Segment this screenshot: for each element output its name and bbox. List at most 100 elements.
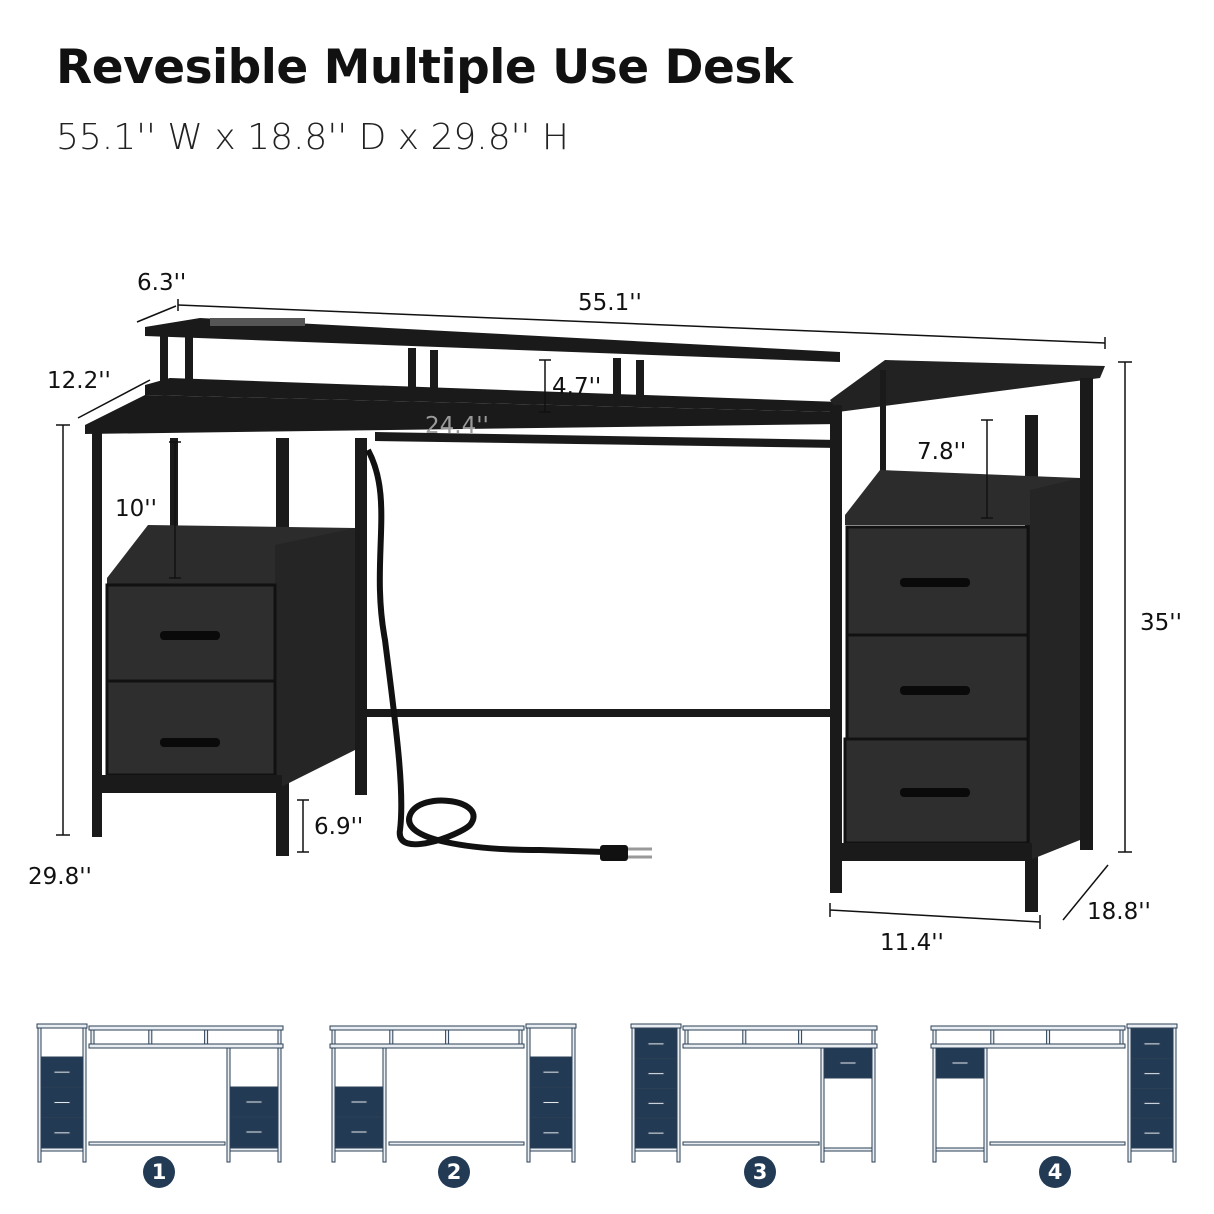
bottom-shelf [40, 1147, 84, 1152]
riser-post [148, 1029, 153, 1045]
drawer-handle [839, 1061, 857, 1065]
page-title: Revesible Multiple Use Desk [56, 40, 793, 95]
drawer [105, 679, 277, 777]
dim-floor-clearance: 6.9'' [314, 814, 364, 840]
configuration-2 [329, 1023, 577, 1163]
dimension-lines [56, 299, 1132, 929]
drawer-handle [1143, 1042, 1161, 1046]
crossbar [388, 1141, 525, 1146]
drawer-handle [245, 1130, 263, 1134]
drawer [1130, 1088, 1174, 1119]
tower-top [630, 1023, 682, 1029]
monitor-riser-top [145, 318, 840, 362]
configuration-diagrams [36, 1023, 1178, 1163]
dim-total-width: 55.1'' [578, 290, 642, 316]
crossbar [682, 1141, 820, 1146]
drawer-handle [1143, 1131, 1161, 1135]
drawer-handle [647, 1131, 665, 1135]
dim-tower-width: 11.4'' [880, 930, 944, 956]
desk-top [88, 1043, 284, 1049]
configuration-3 [630, 1023, 878, 1163]
dim-desk-depth: 12.2'' [47, 368, 111, 394]
desk [85, 318, 1105, 912]
drawer-handle [53, 1131, 71, 1135]
leg [92, 432, 102, 837]
bottom-shelf [823, 1147, 873, 1152]
monitor-shelf [145, 378, 840, 412]
drawer-handle [951, 1061, 969, 1065]
crossbar [88, 1141, 226, 1146]
dim-tower-height: 35'' [1140, 610, 1182, 636]
riser-post [331, 1029, 336, 1045]
riser-post [277, 1029, 282, 1045]
dim-tower-depth: 18.8'' [1087, 899, 1151, 925]
leg [932, 1047, 937, 1163]
keyboard-tray [375, 432, 840, 448]
configuration-1 [36, 1023, 284, 1163]
riser-post [445, 1029, 450, 1045]
power-plug [600, 845, 628, 861]
drawer-handle [647, 1042, 665, 1046]
tower-top [36, 1023, 88, 1029]
bottom-shelf [229, 1147, 279, 1152]
riser-post [742, 1029, 747, 1045]
leg [983, 1047, 988, 1163]
bottom-shelf [1130, 1147, 1174, 1152]
riser-top [88, 1025, 284, 1031]
drawer-handle [542, 1070, 560, 1074]
riser-post [90, 1029, 95, 1045]
drawer-handle [53, 1101, 71, 1104]
riser-post [990, 1029, 995, 1045]
tower-top [525, 1023, 577, 1029]
riser-post [932, 1029, 937, 1045]
bottom-shelf [529, 1147, 573, 1152]
crossbar [989, 1141, 1126, 1146]
bottom-shelf [334, 1147, 384, 1152]
drawer-handle [350, 1100, 368, 1104]
drawer-handle [1143, 1101, 1161, 1105]
bottom-shelf [634, 1147, 678, 1152]
power-strip [210, 318, 305, 326]
riser-post [389, 1029, 394, 1045]
dimensions-subtitle: 55.1'' W x 18.8'' D x 29.8'' H [56, 117, 569, 158]
drawer-handle [1143, 1072, 1161, 1076]
crossbar [367, 709, 842, 717]
drawer-handle [53, 1070, 71, 1074]
dim-top-depth: 6.3'' [137, 270, 187, 296]
riser-post [871, 1029, 876, 1045]
config-number-1: 1 [143, 1156, 175, 1188]
config-number-4: 4 [1039, 1156, 1071, 1188]
desk-top [682, 1043, 878, 1049]
drawer-handle [350, 1130, 368, 1134]
drawer-handle [245, 1100, 263, 1104]
dim-right-shelf-height: 7.8'' [917, 439, 967, 465]
riser-top [930, 1025, 1126, 1031]
dim-desk-height: 29.8'' [28, 864, 92, 890]
riser-post [518, 1029, 523, 1045]
config-number-2: 2 [438, 1156, 470, 1188]
tower-top [1126, 1023, 1178, 1029]
leg [871, 1047, 876, 1163]
bottom-shelf [935, 1147, 985, 1152]
config-number-3: 3 [744, 1156, 776, 1188]
dim-riser-height: 4.7'' [552, 374, 602, 400]
configuration-4 [930, 1023, 1178, 1163]
drawer-handle [647, 1101, 665, 1105]
riser-post [204, 1029, 209, 1045]
drawer-handle [542, 1101, 560, 1104]
riser-post [1119, 1029, 1124, 1045]
riser-post [1046, 1029, 1051, 1045]
desk-top [329, 1043, 525, 1049]
dim-shelf-width: 24.4'' [425, 413, 489, 439]
drawer-handle [542, 1131, 560, 1135]
desk-top [930, 1043, 1126, 1049]
desk-top [85, 395, 840, 434]
right-tower-top [830, 360, 1105, 412]
dim-left-shelf-height: 10'' [115, 496, 157, 522]
riser-post [798, 1029, 803, 1045]
drawer-handle [647, 1072, 665, 1076]
power-cord [365, 448, 606, 855]
riser-top [329, 1025, 525, 1031]
